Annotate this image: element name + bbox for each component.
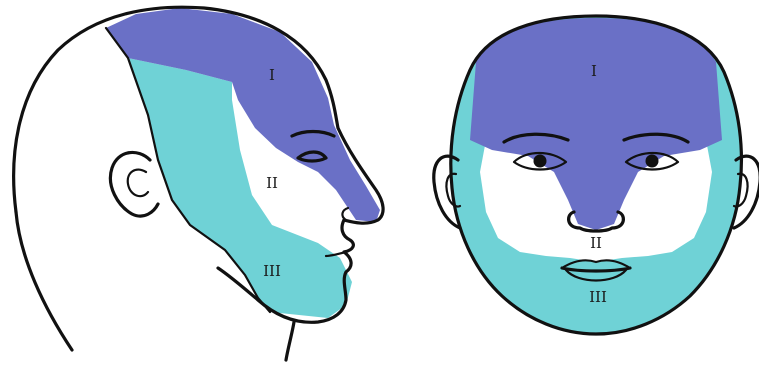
profile-neck-back <box>16 212 72 350</box>
profile-zone-2-label: II <box>266 174 278 192</box>
profile-nostril <box>342 208 348 220</box>
profile-throat <box>286 322 294 360</box>
profile-ear <box>110 152 158 216</box>
frontal-zone-3-label: III <box>589 288 607 306</box>
profile-zone-3-label: III <box>263 262 281 280</box>
profile-ear-inner <box>128 170 148 197</box>
frontal-view: I II III <box>434 16 759 334</box>
frontal-right-pupil <box>646 155 659 168</box>
frontal-left-pupil <box>534 155 547 168</box>
profile-view: I II III <box>14 7 383 360</box>
profile-zone-1-label: I <box>269 66 275 84</box>
frontal-zone-1-label: I <box>591 62 597 80</box>
frontal-zone-2-label: II <box>590 234 602 252</box>
